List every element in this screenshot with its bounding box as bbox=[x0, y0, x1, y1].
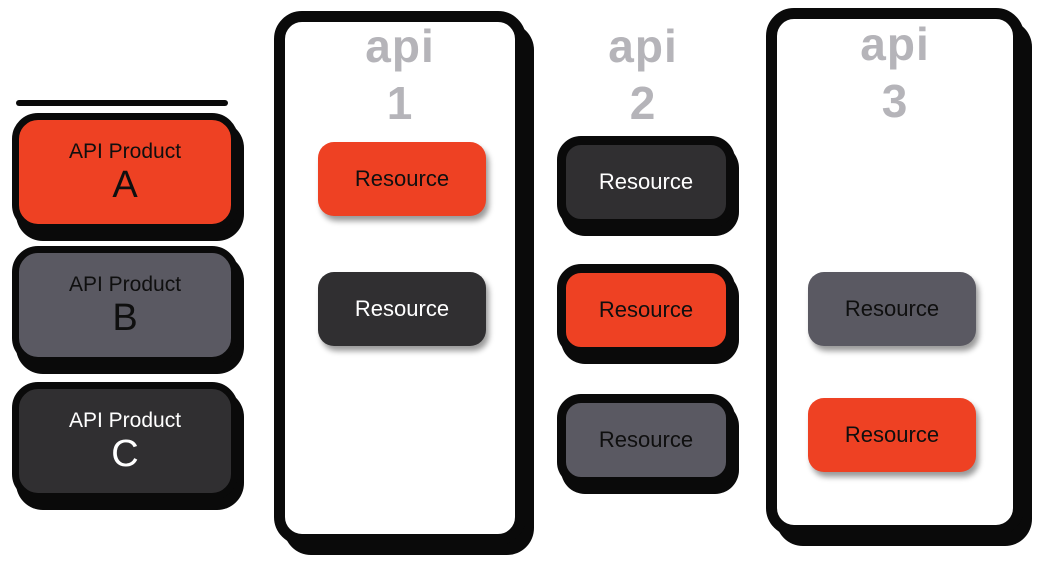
api-product-a-letter: A bbox=[112, 163, 138, 206]
api-proxy-3-word: api bbox=[860, 18, 930, 70]
api2-resource-3: Resource bbox=[557, 394, 735, 486]
api-product-b-letter: B bbox=[112, 296, 138, 339]
api-proxy-2-number: 2 bbox=[629, 77, 657, 129]
api-product-a-title: API Product bbox=[68, 139, 182, 163]
api-product-b-card: API Product B bbox=[12, 246, 238, 364]
api-product-c-title: API Product bbox=[68, 408, 182, 432]
api-proxy-3-number: 3 bbox=[881, 75, 909, 127]
api-product-b-title: API Product bbox=[68, 272, 182, 296]
api-proxy-1-word: api bbox=[365, 20, 435, 72]
api2-resource-1: Resource bbox=[557, 136, 735, 228]
api-product-a-card: API Product A bbox=[12, 113, 238, 231]
api1-resource-2: Resource bbox=[318, 272, 486, 346]
api-proxy-1-title: api 1 bbox=[280, 18, 520, 132]
api3-resource-2: Resource bbox=[808, 398, 976, 472]
api-proxy-1-number: 1 bbox=[386, 77, 414, 129]
api-proxy-2-title: api 2 bbox=[553, 18, 733, 132]
api-proxy-3-title: api 3 bbox=[775, 16, 1015, 130]
api-product-c-card: API Product C bbox=[12, 382, 238, 500]
api1-resource-1: Resource bbox=[318, 142, 486, 216]
api-product-c-letter: C bbox=[111, 432, 139, 475]
api2-resource-2: Resource bbox=[557, 264, 735, 356]
api-proxy-1-container bbox=[274, 11, 526, 545]
stacked-card-edge bbox=[16, 100, 228, 106]
api3-resource-1: Resource bbox=[808, 272, 976, 346]
api-proxy-2-word: api bbox=[608, 20, 678, 72]
